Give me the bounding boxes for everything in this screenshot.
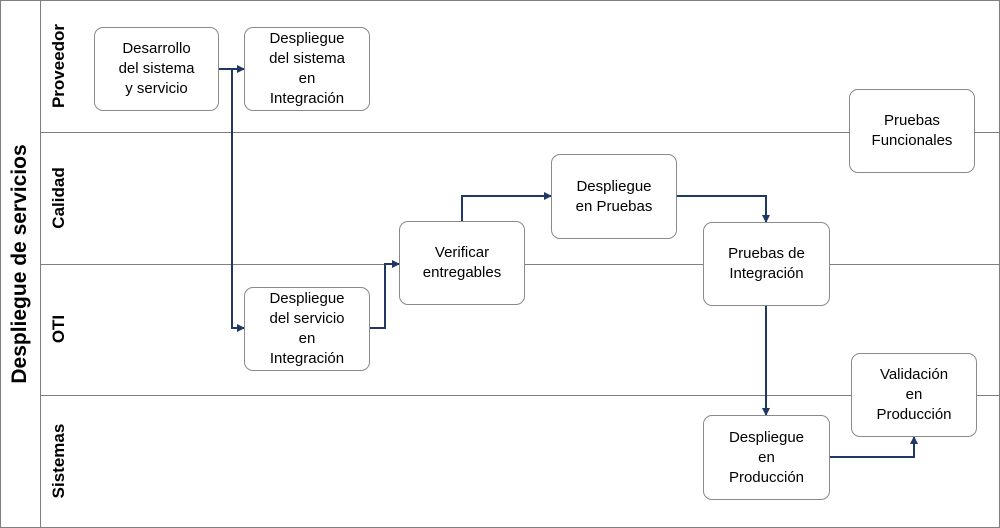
- lane-separator-oti-sistemas: [41, 395, 1000, 396]
- lane-label-sistemas: Sistemas: [49, 423, 68, 499]
- node-verificar-entregables: Verificar entregables: [399, 221, 525, 305]
- node-validacion-produccion: Validación en Producción: [851, 353, 977, 437]
- node-despliegue-pruebas: Despliegue en Pruebas: [551, 154, 677, 239]
- node-despliegue-servicio-integracion: Despliegue del servicio en Integración: [244, 287, 370, 371]
- node-pruebas-funcionales: Pruebas Funcionales: [849, 89, 975, 173]
- lane-label-proveedor: Proveedor: [49, 23, 68, 109]
- lane-separator-proveedor-calidad: [41, 132, 1000, 133]
- pool-header-divider: [40, 0, 41, 527]
- pool-title: Despliegue de servicios: [8, 144, 31, 384]
- node-despliegue-produccion: Despliegue en Producción: [703, 415, 830, 500]
- node-pruebas-integracion: Pruebas de Integración: [703, 222, 830, 306]
- node-desarrollo-sistema-servicio: Desarrollo del sistema y servicio: [94, 27, 219, 111]
- node-despliegue-sistema-integracion: Despliegue del sistema en Integración: [244, 27, 370, 111]
- lane-label-oti: OTI: [49, 314, 68, 344]
- lane-label-calidad: Calidad: [49, 167, 68, 229]
